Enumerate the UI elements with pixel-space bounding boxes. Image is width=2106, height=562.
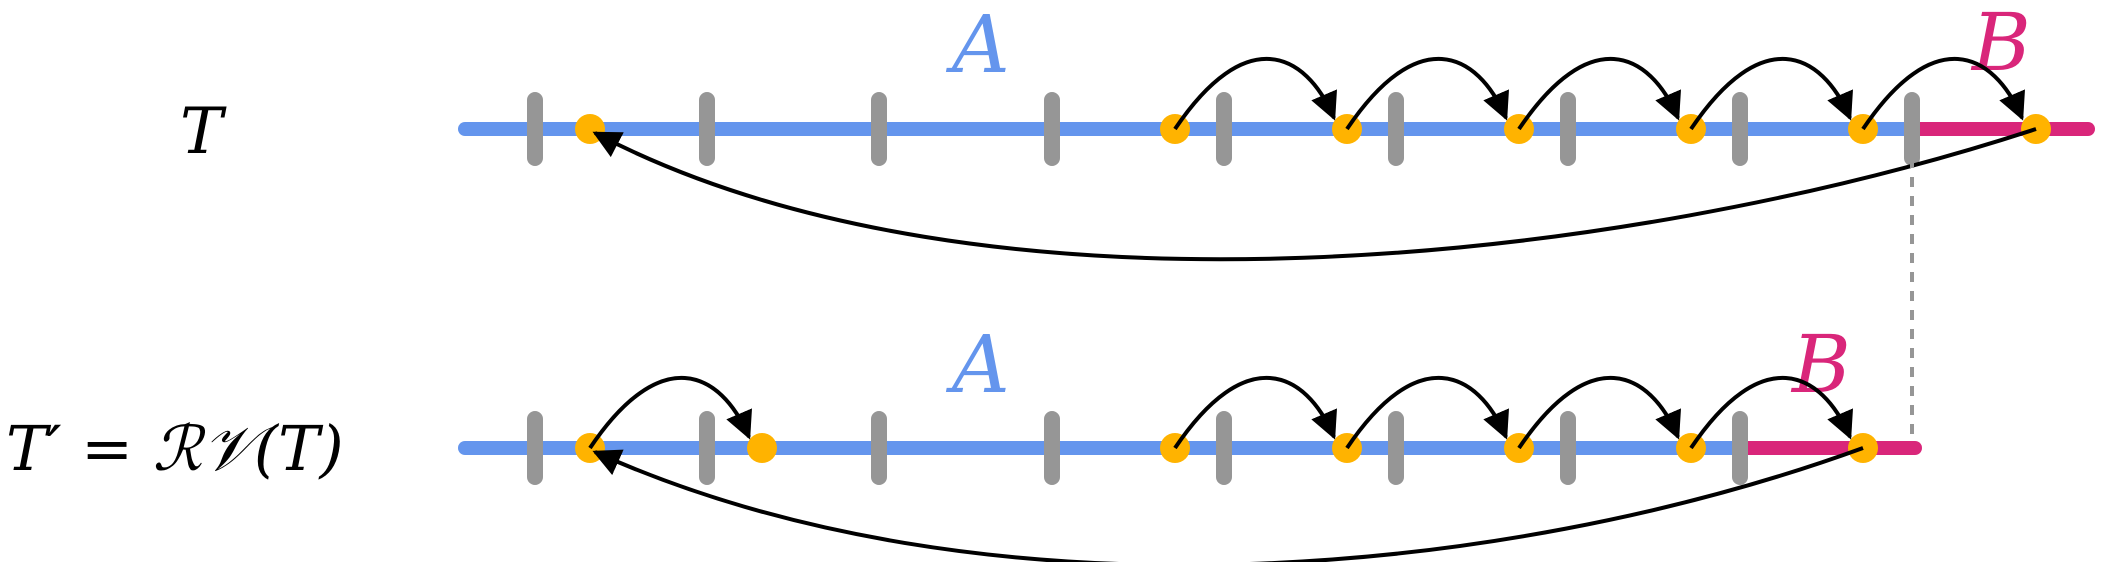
hop-arrow bbox=[1517, 56, 1681, 131]
dot bbox=[747, 433, 777, 463]
hop-arrow bbox=[588, 375, 752, 450]
hop-arrow bbox=[1517, 375, 1681, 450]
tick-group bbox=[527, 92, 1920, 166]
row-t-prime: T′ = ℛ𝒱(T) A B bbox=[6, 318, 1922, 562]
row-label-t-prime: T′ = ℛ𝒱(T) bbox=[6, 412, 344, 485]
hop-arrow bbox=[1173, 56, 1337, 131]
segment-b-label: B bbox=[1970, 0, 2031, 89]
hop-arrow bbox=[1345, 375, 1509, 450]
segment-a-label: A bbox=[945, 0, 1010, 91]
hop-arrow bbox=[1689, 375, 1853, 450]
segment-b-label: B bbox=[1790, 318, 1851, 411]
hop-arrow bbox=[1345, 56, 1509, 131]
return-arrow bbox=[592, 446, 1864, 562]
return-arrow bbox=[592, 127, 2037, 262]
tick-group bbox=[527, 411, 1748, 485]
hop-arrow bbox=[1861, 56, 2025, 131]
hop-arrows bbox=[592, 56, 2037, 262]
hop-arrow bbox=[1689, 56, 1853, 131]
segment-a-label: A bbox=[945, 318, 1010, 411]
hop-arrows bbox=[588, 375, 1864, 562]
dot bbox=[575, 114, 605, 144]
row-label-t: T bbox=[180, 95, 227, 169]
hop-arrow bbox=[1173, 375, 1337, 450]
row-t: T A B bbox=[180, 0, 2095, 262]
